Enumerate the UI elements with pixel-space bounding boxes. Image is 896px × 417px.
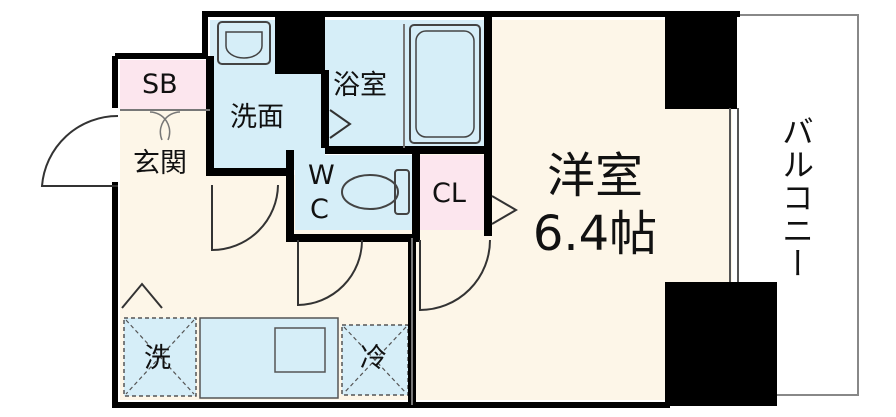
hall-door xyxy=(211,184,279,252)
washbasin xyxy=(217,21,271,65)
closet-label: CL xyxy=(432,178,466,209)
bathtub-inner xyxy=(415,30,475,138)
bath-door xyxy=(329,109,352,139)
toilet-label-c: C xyxy=(310,194,329,225)
shaft-block xyxy=(275,14,325,74)
window xyxy=(729,108,739,282)
bathroom-fill xyxy=(325,20,488,150)
washer-cross xyxy=(125,319,195,395)
toilet-tank xyxy=(394,169,410,215)
kitchen-counter xyxy=(199,317,339,399)
refrigerator-label: 冷 xyxy=(360,343,387,374)
toilet-bowl xyxy=(341,174,399,210)
washing-machine-label: 洗 xyxy=(144,343,171,374)
shoe-box-doors xyxy=(149,111,181,141)
bathtub xyxy=(409,24,481,144)
balcony-outline xyxy=(740,14,859,396)
sink-basin xyxy=(274,327,326,373)
room-door xyxy=(419,239,491,312)
column-bottom xyxy=(665,282,777,406)
western-room-name: 洋室 xyxy=(546,148,643,204)
western-room-size: 6.4帖 xyxy=(532,206,658,262)
shoe-box-label: SB xyxy=(142,69,178,100)
closet-door xyxy=(491,195,518,225)
bathroom-label: 浴室 xyxy=(333,70,387,101)
balcony-label: バルコニー xyxy=(777,115,815,280)
sb-fill xyxy=(120,60,210,110)
entrance-label: 玄関 xyxy=(133,148,187,179)
closet-fill xyxy=(420,155,486,230)
wc-door xyxy=(297,239,363,307)
washbasin-bowl xyxy=(225,31,263,59)
step-marker xyxy=(121,282,163,309)
thin-partitions xyxy=(120,24,413,405)
washroom-label: 洗面 xyxy=(230,102,284,133)
entry-door xyxy=(40,114,119,187)
fridge-cross xyxy=(343,326,407,394)
exterior-walls xyxy=(112,11,740,408)
toilet-label-w: W xyxy=(308,160,335,191)
column-top xyxy=(665,14,737,109)
